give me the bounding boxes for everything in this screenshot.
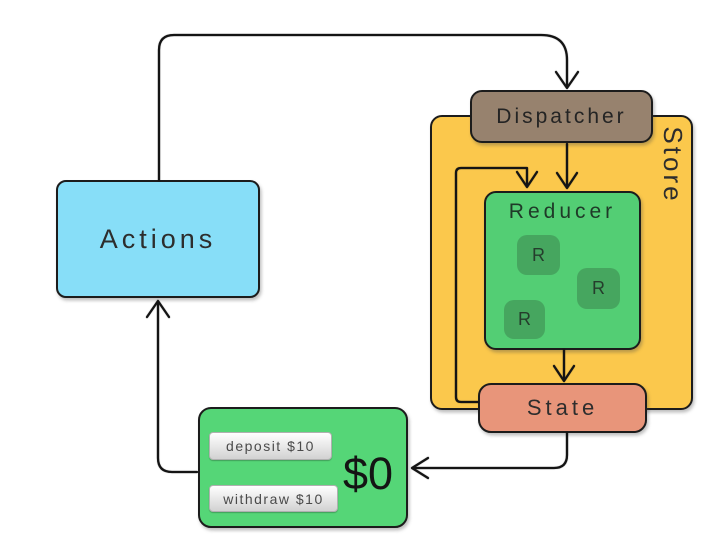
reducer-node: Reducer R R R: [484, 191, 641, 350]
account-node: deposit $10 withdraw $10 $0: [198, 407, 408, 528]
store-label: Store: [658, 126, 688, 204]
reducer-chip-label: R: [518, 309, 531, 329]
withdraw-button[interactable]: withdraw $10: [209, 485, 338, 512]
reducer-chip: R: [504, 300, 545, 339]
arrow-state-to-account: [410, 431, 569, 480]
reducer-chip-label: R: [532, 244, 545, 265]
actions-node: Actions: [56, 180, 260, 298]
state-label: State: [526, 395, 599, 420]
dispatcher-label: Dispatcher: [496, 104, 627, 128]
withdraw-button-label: withdraw $10: [223, 490, 324, 507]
reducer-chip: R: [577, 268, 620, 309]
reducer-label: Reducer: [508, 200, 617, 223]
dispatcher-node: Dispatcher: [470, 90, 653, 143]
reducer-chip: R: [517, 235, 560, 275]
deposit-button[interactable]: deposit $10: [209, 432, 332, 460]
deposit-button-label: deposit $10: [226, 438, 315, 454]
balance-text: $0: [342, 448, 394, 499]
arrow-account-to-actions: [145, 299, 199, 474]
actions-label: Actions: [99, 223, 217, 254]
state-node: State: [478, 383, 647, 433]
reducer-chip-label: R: [592, 278, 605, 298]
